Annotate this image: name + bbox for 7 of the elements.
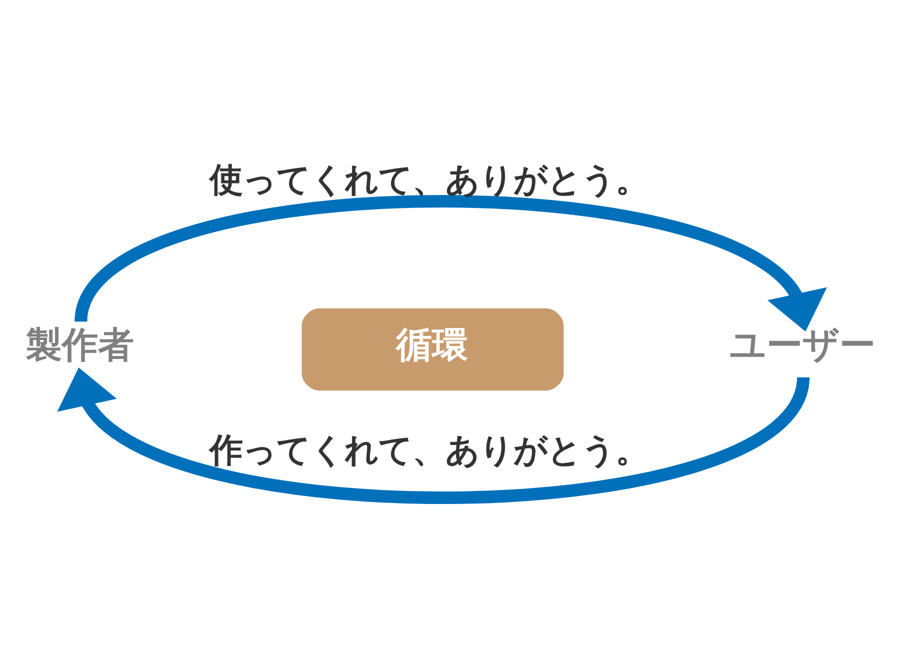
arrow bbox=[57, 367, 810, 504]
node-box: 循環 bbox=[302, 308, 564, 391]
node-text: ユーザー bbox=[729, 322, 876, 366]
edge-label: 使ってくれて、ありがとう。 bbox=[210, 160, 649, 199]
edge-label: 作ってくれて、ありがとう。 bbox=[210, 430, 649, 470]
arrow bbox=[74, 195, 827, 332]
node-text: 製作者 bbox=[26, 322, 134, 366]
